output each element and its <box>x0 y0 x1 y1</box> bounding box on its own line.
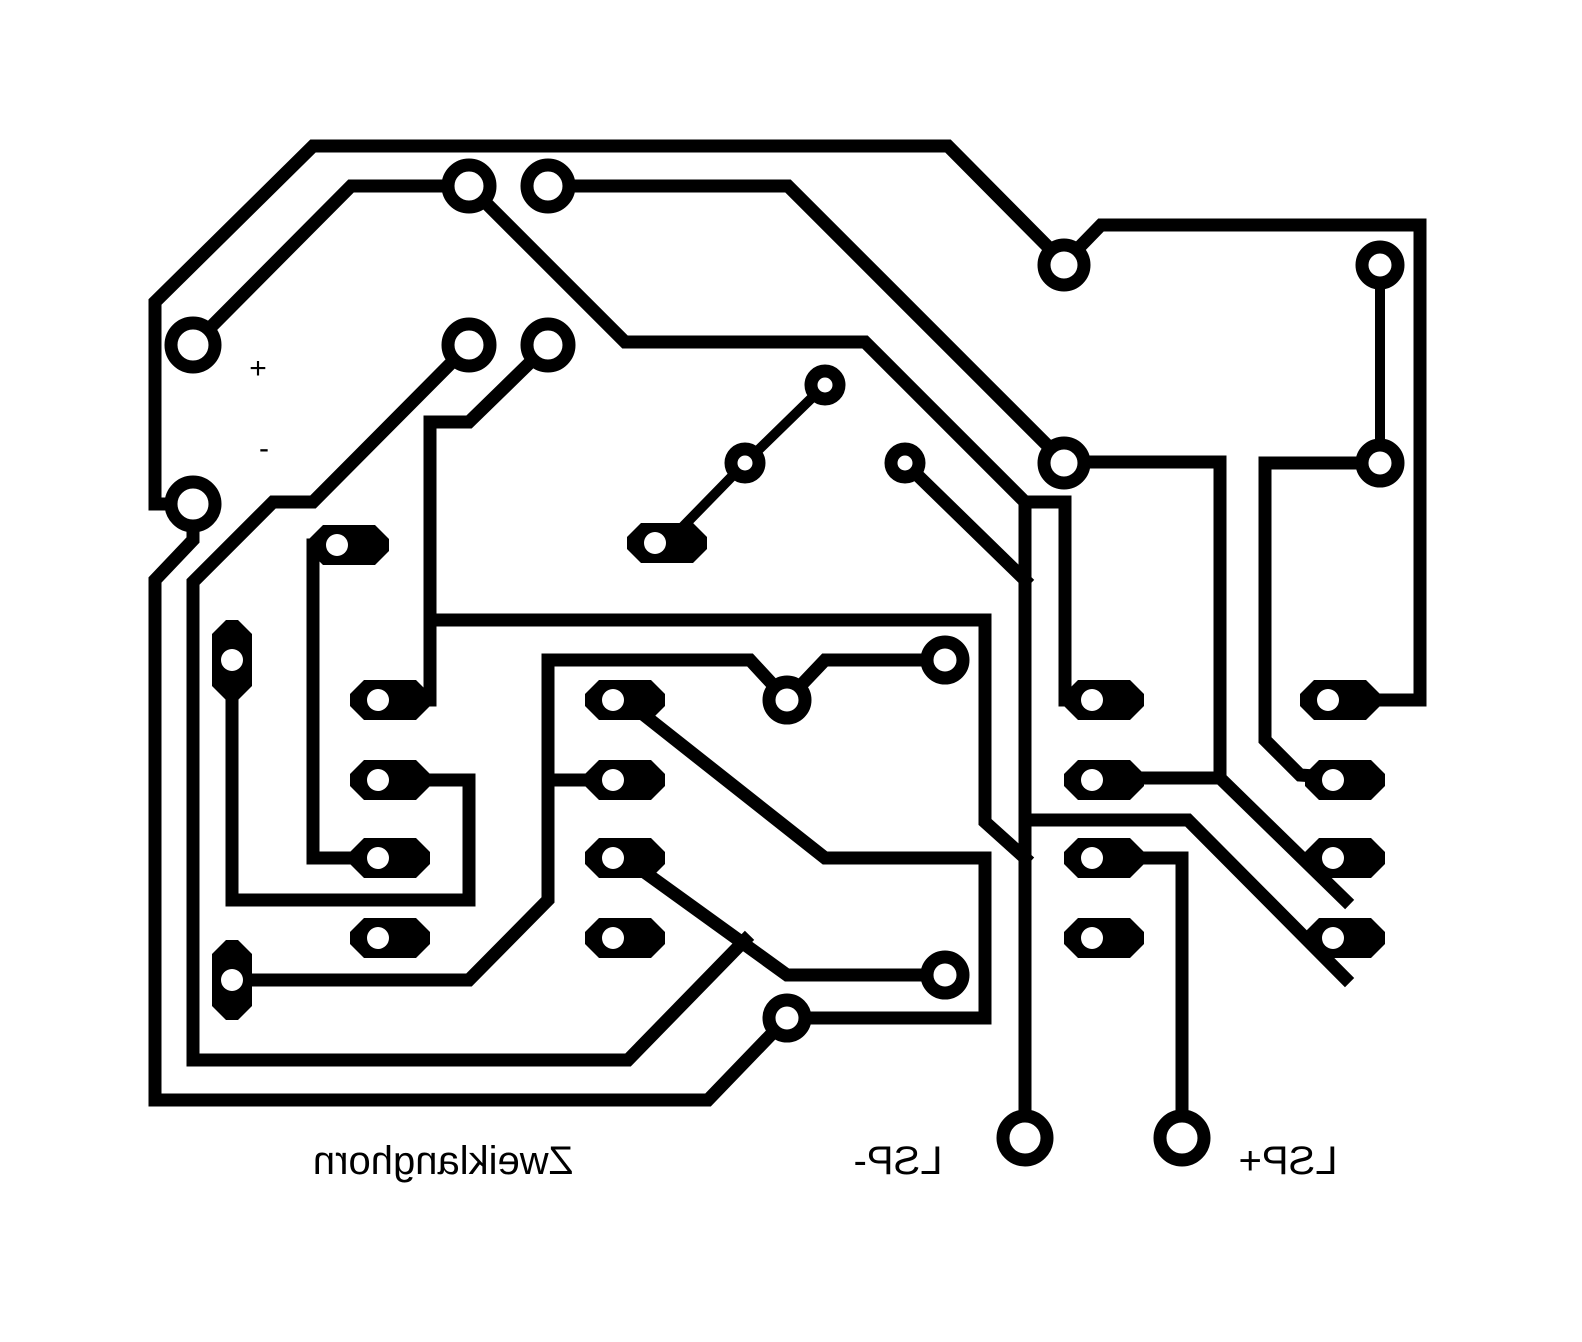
oblong-pad-h <box>627 523 707 563</box>
oblong-pad-h <box>1305 760 1385 800</box>
trace-left-outer-bottom <box>148 497 992 1107</box>
label-minus: - <box>259 432 269 465</box>
oblong-pad-h <box>350 838 430 878</box>
oblong-pad-h <box>585 760 665 800</box>
pad-left-minus <box>164 475 222 533</box>
silkscreen-labels: + - Zweiklanghorn LSP- LSP+ <box>249 352 1337 1183</box>
pad-mid-c <box>920 950 970 1000</box>
oblong-pads <box>212 523 1385 1020</box>
label-lsp-minus: LSP- <box>854 1139 943 1183</box>
trace-left-column-b <box>225 653 476 907</box>
round-pads <box>164 158 1405 1167</box>
pad-lsp-plus <box>1153 1109 1211 1167</box>
trace-left-inner-loop <box>186 335 755 1067</box>
label-plus: + <box>249 352 267 385</box>
oblong-pad-h <box>1305 918 1385 958</box>
oblong-pad-h <box>1064 918 1144 958</box>
trace-lsp-plus <box>1097 851 1189 1142</box>
pad-right-b <box>1355 240 1405 290</box>
pad-top-d <box>520 317 576 373</box>
oblong-pad-v <box>212 940 252 1020</box>
oblong-pad-h <box>350 918 430 958</box>
trace-right-diag-pot <box>895 453 1035 590</box>
pad-top-a <box>441 158 497 214</box>
pad-top-c <box>441 317 497 373</box>
trace-right-branch <box>1210 768 1355 910</box>
trace-mid-right-column <box>1018 495 1111 707</box>
pad-left-plus <box>164 316 222 374</box>
trace-horizontal-mid <box>423 613 1035 868</box>
oblong-pad-h <box>1300 680 1380 720</box>
pad-right-a <box>1037 238 1091 292</box>
trace-top-right-diagonal <box>541 179 1227 785</box>
oblong-pad-h <box>585 680 665 720</box>
pad-right-d <box>1355 438 1405 488</box>
pad-mid-b <box>920 635 970 685</box>
trace-right-inner <box>1258 456 1387 785</box>
oblong-pad-h <box>1064 680 1144 720</box>
oblong-pad-v <box>212 620 252 700</box>
oblong-pad-h <box>1064 838 1144 878</box>
pad-mid-d <box>762 993 812 1043</box>
pad-right-c <box>1037 436 1091 490</box>
pad-pot-b <box>724 442 766 484</box>
copper-traces <box>148 139 1427 1142</box>
oblong-pad-h <box>1064 760 1144 800</box>
trace-diagonal-to-right-pad <box>615 848 952 982</box>
oblong-pad-h <box>585 838 665 878</box>
oblong-pad-h <box>1305 838 1385 878</box>
oblong-pad-h <box>350 760 430 800</box>
oblong-pad-h <box>309 525 389 565</box>
trace-outer-top <box>148 139 1427 707</box>
pad-lsp-minus <box>996 1109 1054 1167</box>
label-title: Zweiklanghorn <box>313 1139 573 1183</box>
pad-pot-c <box>884 442 926 484</box>
pad-pot-a <box>804 364 846 406</box>
trace-left-diagonal <box>183 179 1355 988</box>
oblong-pad-h <box>585 918 665 958</box>
oblong-pad-h <box>350 680 430 720</box>
pad-top-b <box>520 158 576 214</box>
pad-mid-a <box>762 675 812 725</box>
trace-central-down <box>225 773 555 987</box>
label-lsp-plus: LSP+ <box>1239 1139 1338 1183</box>
